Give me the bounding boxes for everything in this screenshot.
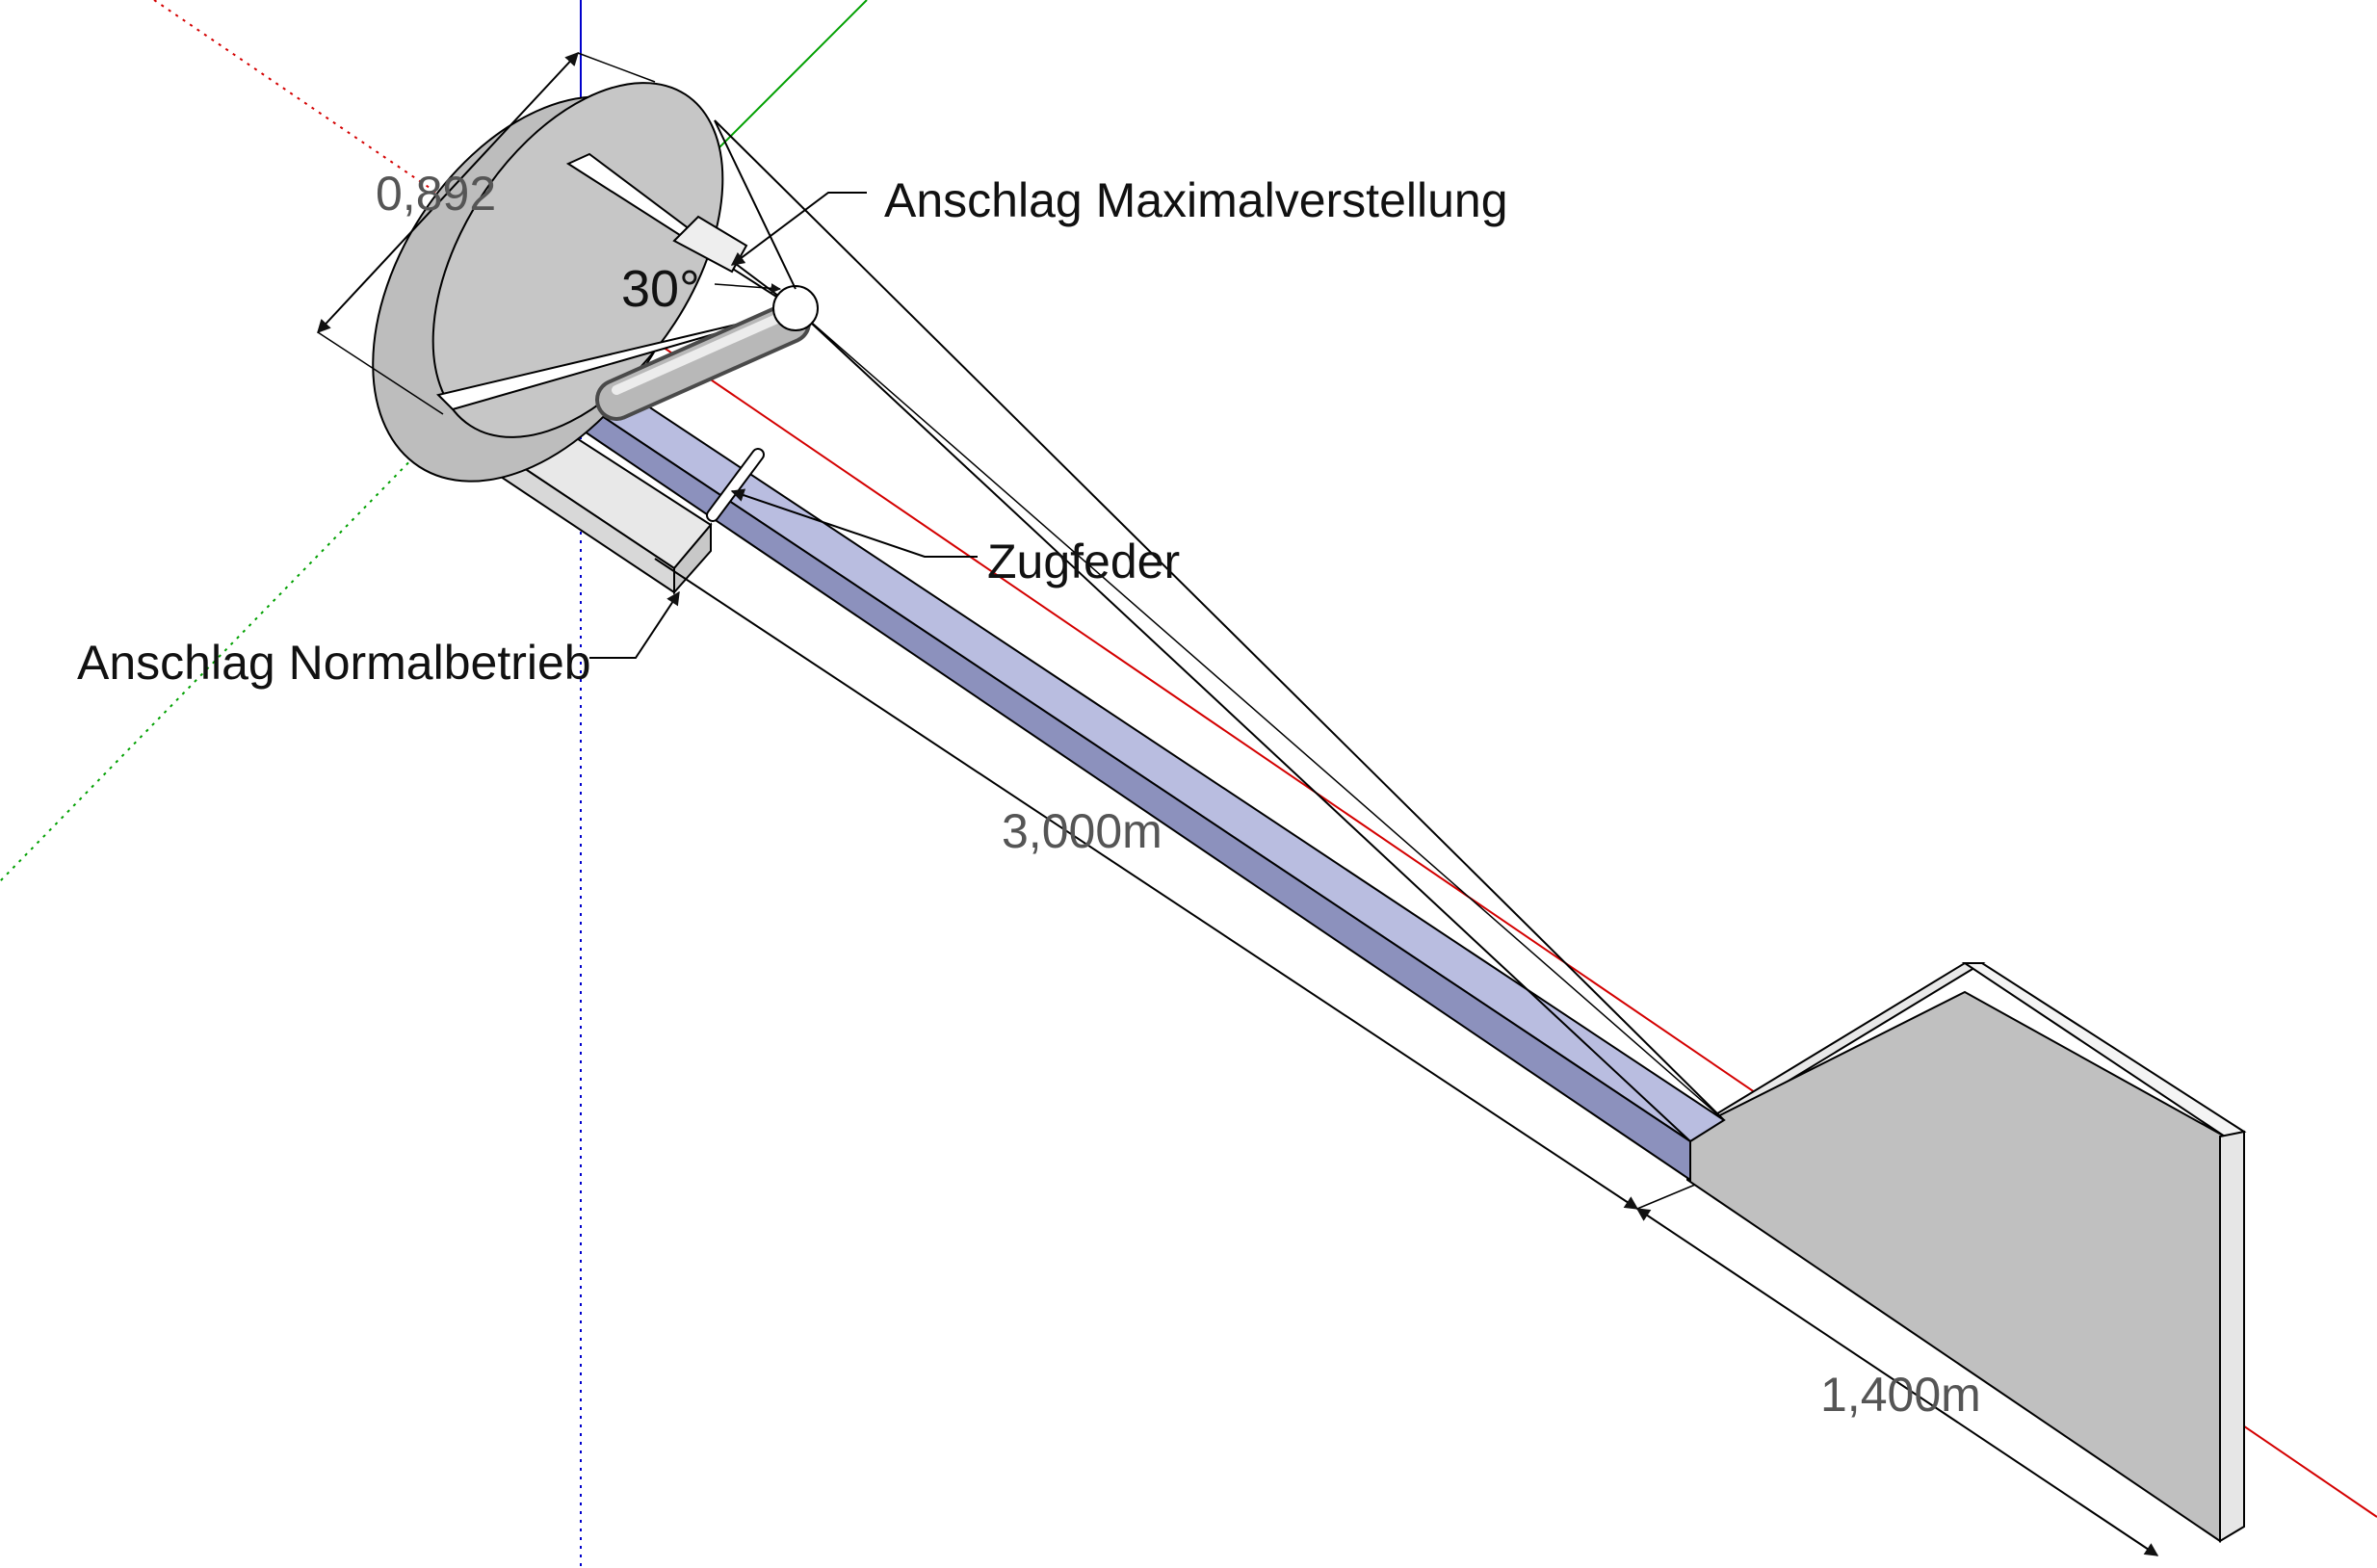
rotor-blade-lower [436, 309, 798, 411]
label-spring: Zugfeder [987, 535, 1180, 588]
boom-length-value: 3,000m [1002, 804, 1162, 858]
dimension-diameter: 0,892 [317, 51, 656, 415]
hub-circle [772, 285, 819, 331]
dimension-boom-length: 3,000m [654, 558, 1696, 1210]
boom-side [572, 395, 1691, 1182]
dimension-tail-length: 1,400m [1635, 1208, 2159, 1556]
angle-value: 30° [621, 260, 700, 318]
label-stop-max: Anschlag Maximalverstellung [884, 173, 1508, 227]
label-stop-normal: Anschlag Normalbetrieb [77, 636, 591, 690]
tail-fin-thickness [2219, 1130, 2245, 1543]
boom[interactable] [571, 376, 1726, 1182]
tail-length-value: 1,400m [1820, 1368, 1981, 1422]
leader-spring: Zugfeder [730, 488, 1180, 588]
boom-top [571, 376, 1726, 1143]
tension-spring[interactable] [706, 448, 765, 522]
diameter-value: 0,892 [376, 167, 496, 221]
leader-stop-max: Anschlag Maximalverstellung [730, 173, 1508, 266]
leader-stop-normal: Anschlag Normalbetrieb [77, 590, 680, 690]
stay-cables [714, 119, 1725, 1142]
stop-max-block [672, 215, 748, 274]
tail-fin[interactable] [1684, 962, 2247, 1543]
angle-annotation: 30° [621, 260, 782, 318]
